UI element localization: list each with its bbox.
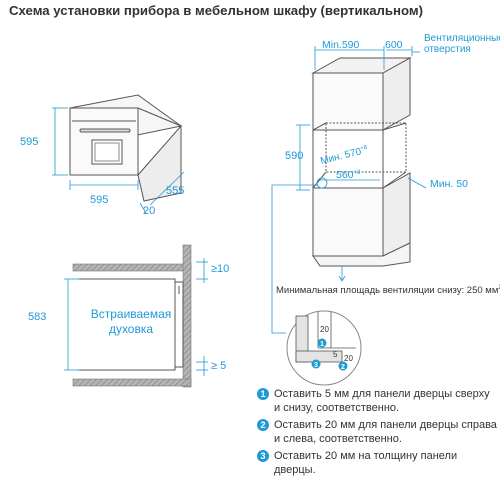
niche-min-height-tol: +8	[360, 145, 369, 153]
page-title: Схема установки прибора в мебельном шкаф…	[9, 3, 424, 18]
cabinet-min-depth: Мин. 50	[430, 178, 468, 190]
oven-label-line2: духовка	[109, 322, 153, 336]
vent-label-line1: Вентиляционные	[424, 33, 500, 44]
section-dimension-lines	[64, 258, 208, 376]
note-number-1: 1	[257, 388, 269, 400]
cabinet-depth: 600	[385, 39, 403, 51]
oven-height-label: 595	[20, 136, 38, 148]
oven-offset-label: 20	[143, 205, 155, 217]
niche-height: 590	[285, 150, 303, 162]
vent-area-sup: 2	[498, 285, 500, 291]
note-text-1: Оставить 5 мм для панели дверцы сверху и…	[274, 388, 490, 414]
detail-marker-1: 1	[320, 341, 324, 348]
installation-notes: 1 Оставить 5 мм для панели дверцы сверху…	[257, 387, 497, 480]
section-bottom-gap: ≥ 5	[211, 360, 226, 372]
detail-zoom	[286, 310, 362, 386]
oven-width-label: 595	[90, 194, 108, 206]
detail-marker-2: 2	[341, 364, 345, 371]
detail-gap-c: 5	[333, 350, 338, 359]
note-number-2: 2	[257, 419, 269, 431]
section-view	[72, 244, 192, 388]
oven-isometric	[68, 94, 183, 202]
detail-marker-3: 3	[314, 362, 318, 369]
note-item: 2 Оставить 20 мм для панели дверцы справ…	[257, 418, 497, 446]
niche-width-value: 560	[336, 169, 354, 181]
oven-depth-label: 555	[166, 185, 184, 197]
vent-area-value: Минимальная площадь вентиляции снизу: 25…	[276, 285, 498, 296]
niche-width-tol: +8	[354, 170, 362, 176]
note-item: 1 Оставить 5 мм для панели дверцы сверху…	[257, 387, 497, 415]
niche-width: 560+8	[336, 169, 361, 181]
vent-label-line2: отверстия	[424, 44, 471, 55]
detail-gap-a: 20	[320, 325, 329, 334]
oven-label-line1: Встраиваемая	[91, 307, 172, 321]
section-height-label: 583	[28, 311, 46, 323]
cabinet-min-width: Min.590	[322, 39, 360, 51]
note-text-3: Оставить 20 мм на толщину панели дверцы.	[274, 450, 458, 476]
cabinet-dimension-lines	[271, 46, 427, 334]
vent-area-text: Минимальная площадь вентиляции снизу: 25…	[276, 285, 500, 296]
note-number-3: 3	[257, 450, 269, 462]
note-text-2: Оставить 20 мм для панели дверцы справа …	[274, 419, 497, 445]
detail-gap-b: 20	[344, 354, 353, 363]
oven-dimension-lines	[52, 107, 185, 214]
section-top-gap: ≥10	[211, 263, 229, 275]
